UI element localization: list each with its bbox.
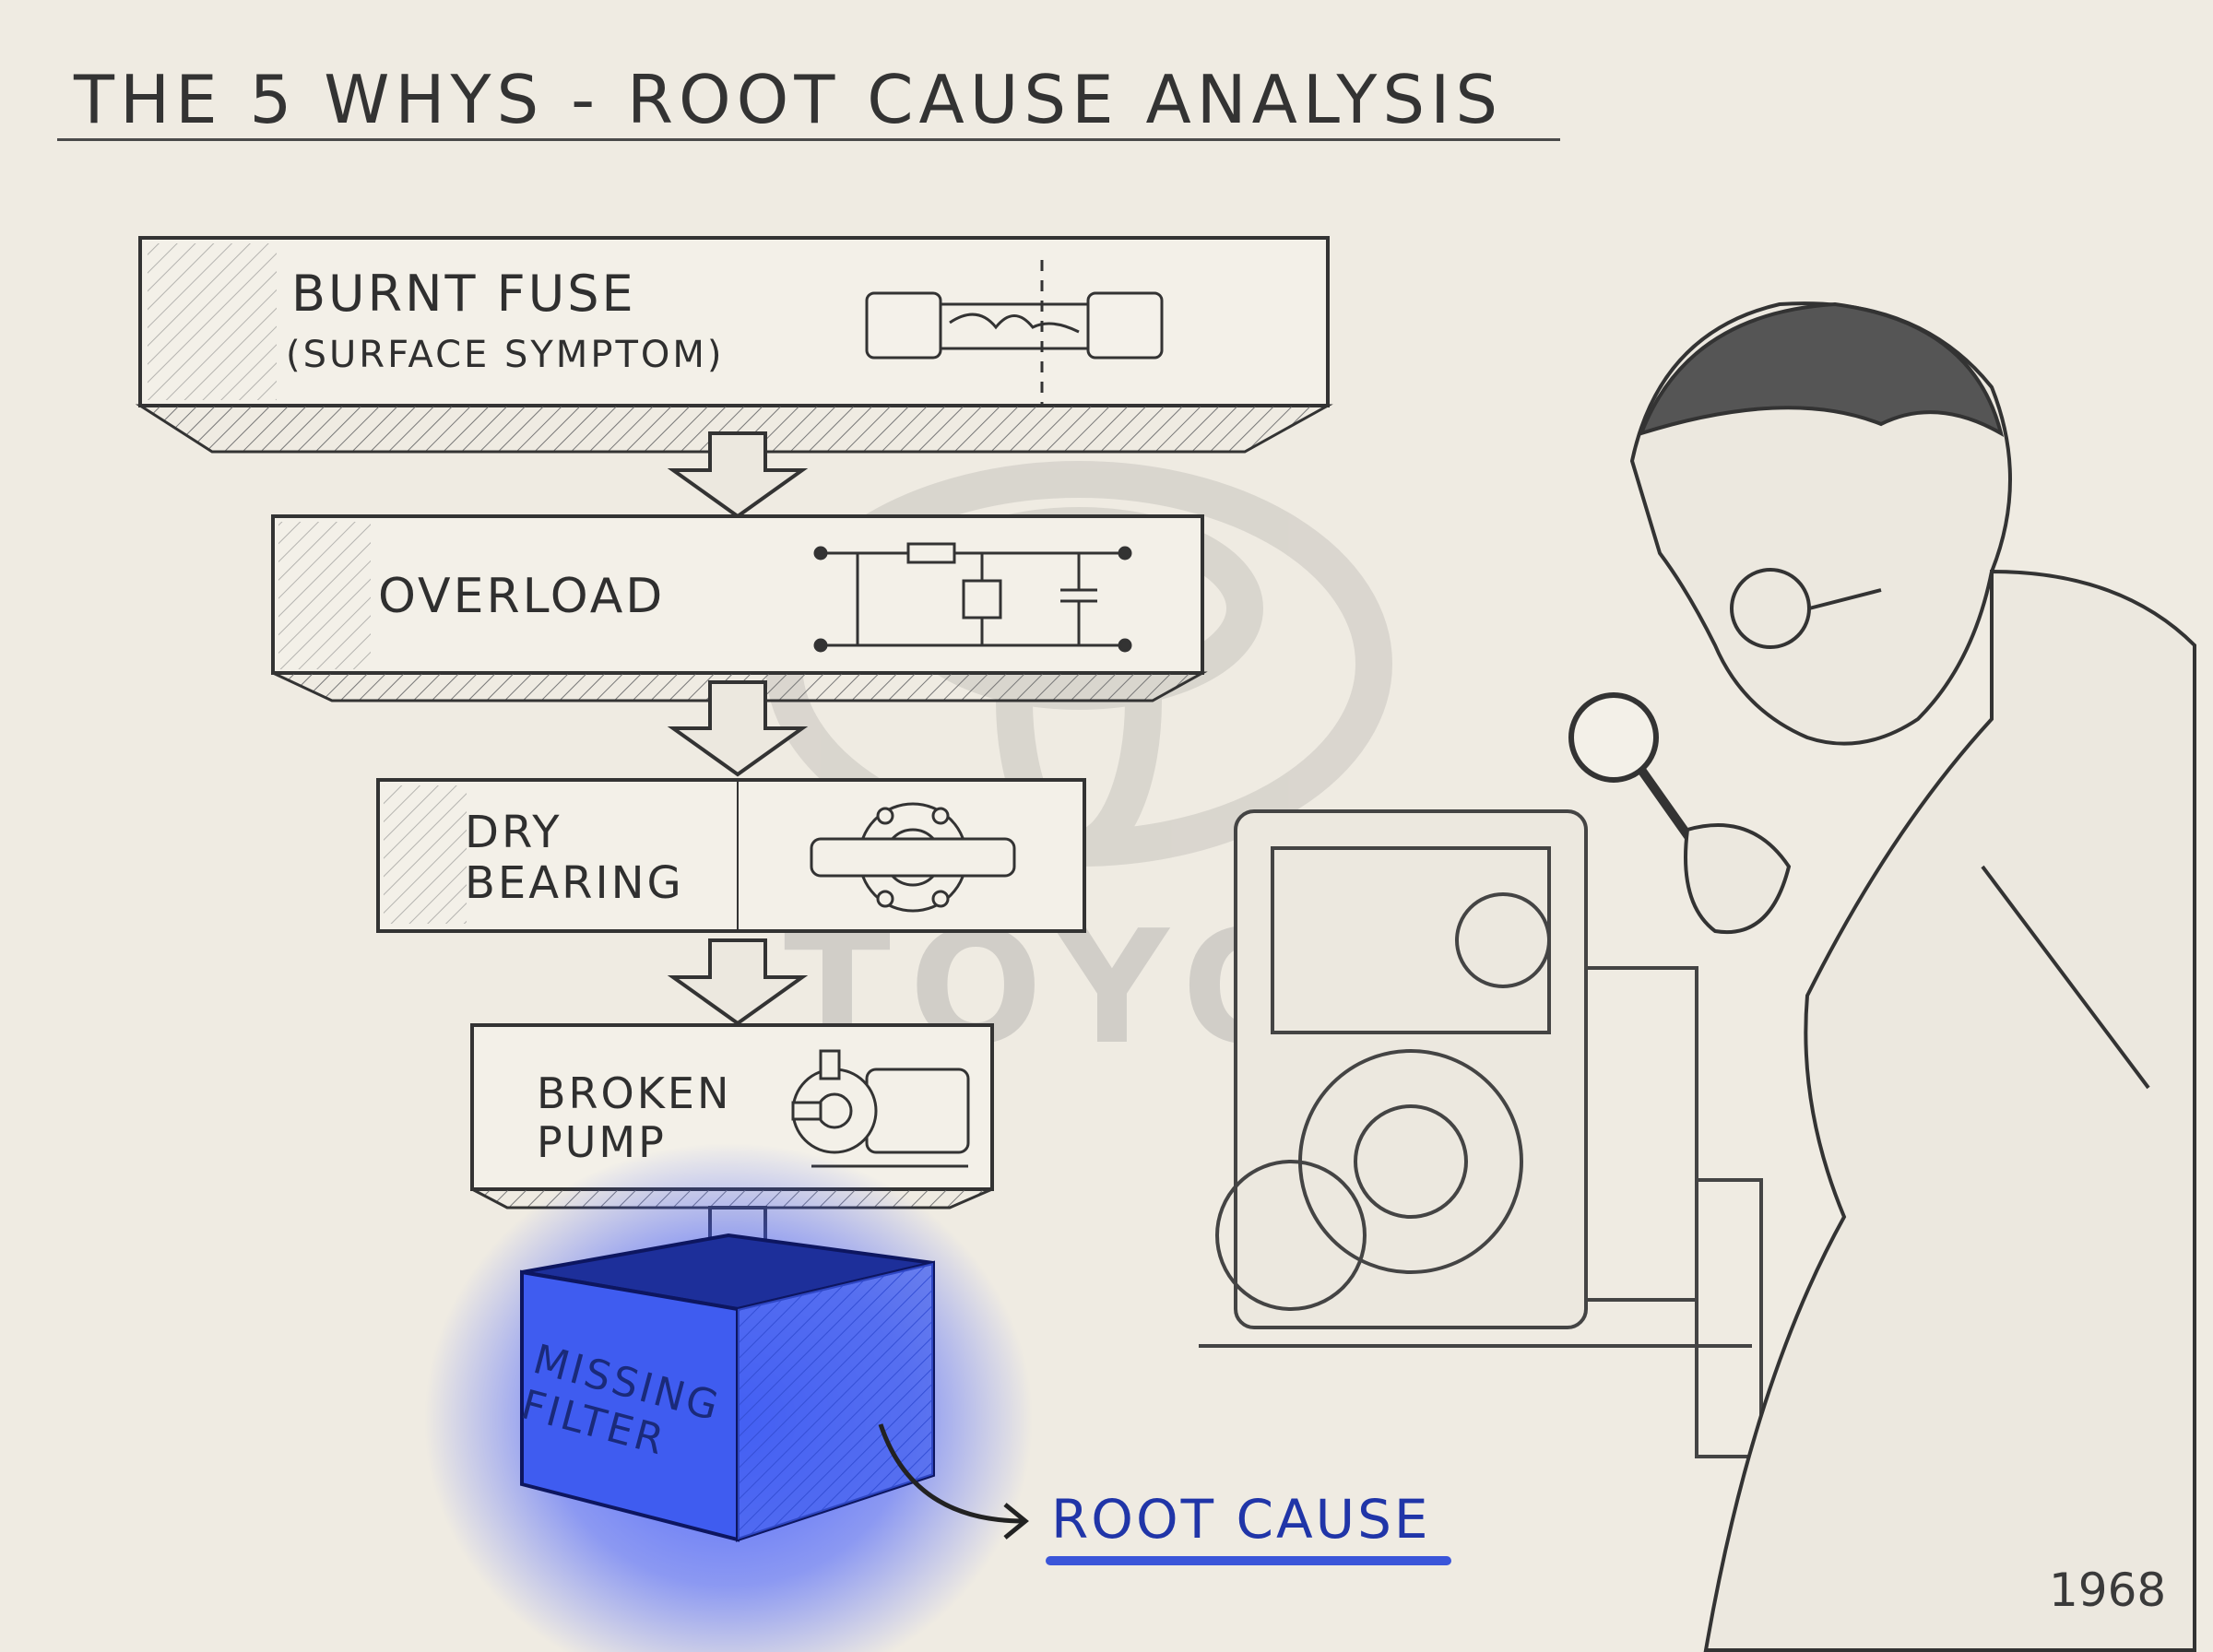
- step-label-dry-bearing: DRY BEARING: [465, 807, 684, 910]
- title-underline: [57, 138, 1560, 141]
- circuit-icon: [813, 542, 1132, 653]
- step-label-overload: OVERLOAD: [378, 569, 666, 624]
- step-box-missing-filter: [520, 1233, 935, 1542]
- engineer-illustration: [1568, 301, 2196, 1652]
- root-cause-underline: [1046, 1556, 1451, 1565]
- step-label-burnt-fuse: BURNT FUSE: [291, 265, 636, 323]
- arrow-down-3: [667, 938, 809, 1026]
- machine-illustration: [1199, 809, 1763, 1458]
- step-box-burnt-fuse: [135, 236, 1333, 454]
- year-label: 1968: [2049, 1564, 2167, 1617]
- arrow-down-1: [667, 431, 809, 519]
- page-title: THE 5 WHYS - ROOT CAUSE ANALYSIS: [74, 61, 1504, 138]
- arrow-down-2: [667, 680, 809, 777]
- bearing-icon: [810, 802, 1016, 913]
- root-cause-arrow: [878, 1423, 1029, 1540]
- step-box-overload: [271, 514, 1208, 702]
- root-cause-label: ROOT CAUSE: [1051, 1488, 1431, 1551]
- step-label-broken-pump: BROKEN PUMP: [537, 1068, 732, 1167]
- pump-icon: [791, 1049, 970, 1168]
- fuse-icon: [865, 260, 1164, 406]
- step-sublabel-surface-symptom: (SURFACE SYMPTOM): [286, 334, 725, 376]
